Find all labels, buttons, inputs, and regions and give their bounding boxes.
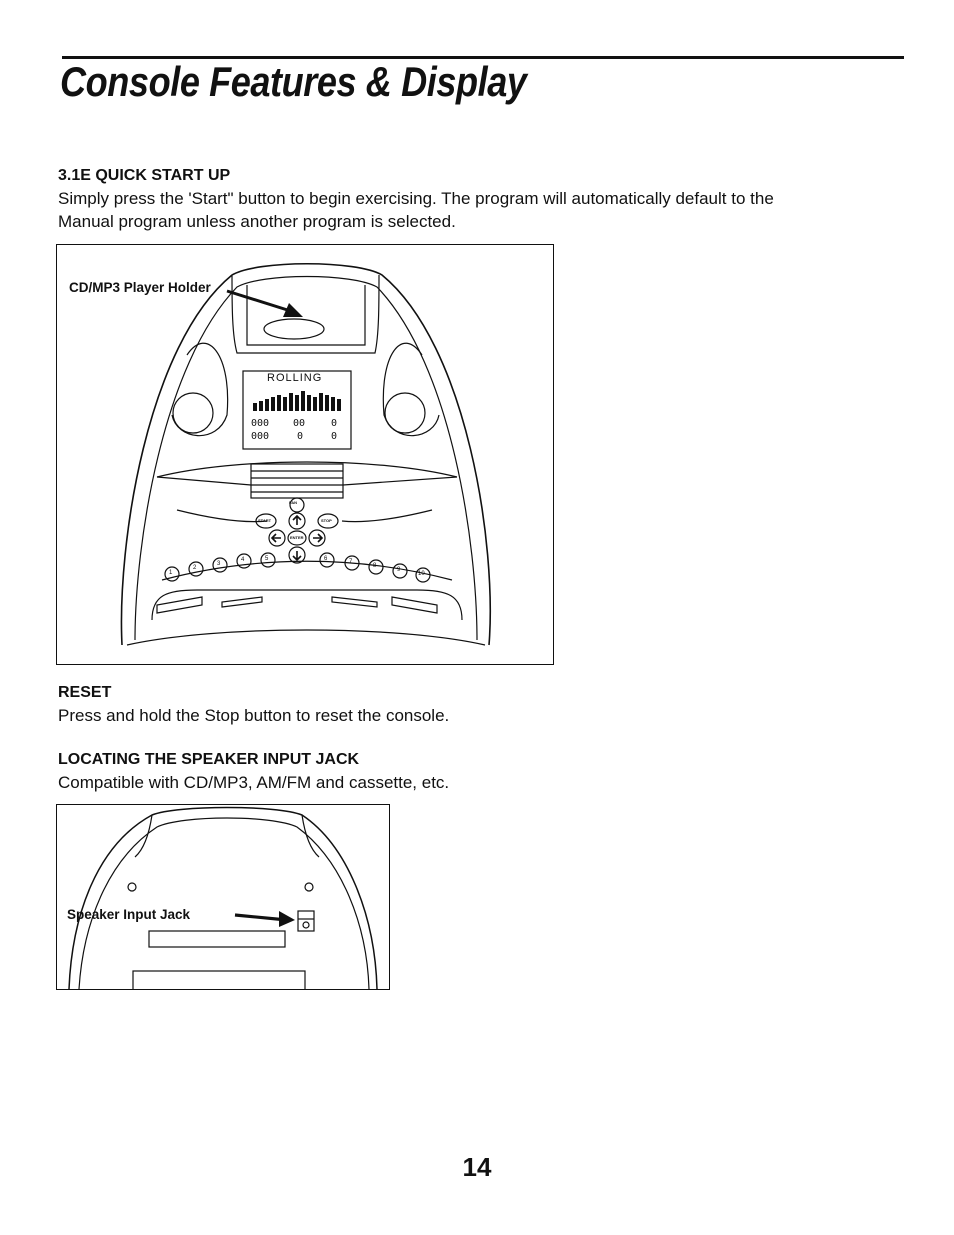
page-title: Console Features & Display: [60, 58, 527, 105]
cd-mp3-holder-callout: CD/MP3 Player Holder: [69, 280, 211, 295]
label-slot: [148, 930, 286, 948]
number-button-5[interactable]: 5: [265, 556, 269, 562]
left-arrow-button[interactable]: [268, 529, 286, 547]
stop-label: STOP: [321, 518, 332, 523]
number-button-1[interactable]: 1: [169, 570, 173, 576]
start-label: START: [258, 518, 272, 523]
quick-start-line-1: Simply press the 'Start" button to begin…: [58, 189, 774, 208]
console-figure: CD/MP3 Player Holder ROLLING 000 00 0 00…: [56, 244, 554, 665]
number-button-10[interactable]: 10: [418, 571, 425, 577]
mount-hole-right: [304, 882, 314, 892]
number-button-3[interactable]: 3: [217, 561, 221, 567]
fan-button[interactable]: [289, 497, 305, 513]
speaker-jack-drawing: [68, 806, 378, 989]
lcd-program-text: ROLLING: [267, 372, 323, 384]
readout-heart-rate: 0: [331, 418, 338, 429]
right-speaker: [384, 392, 426, 434]
number-button-9[interactable]: 9: [397, 567, 401, 573]
start-button[interactable]: [255, 513, 277, 529]
console-drawing: [120, 263, 492, 646]
quick-start-heading: 3.1E QUICK START UP: [58, 167, 231, 184]
cd-holder-ellipse: [263, 318, 325, 340]
down-arrow-button[interactable]: [288, 546, 306, 564]
number-button-6[interactable]: 6: [324, 556, 328, 562]
mount-hole-left: [127, 882, 137, 892]
speaker-jack-heading: LOCATING THE SPEAKER INPUT JACK: [58, 751, 360, 768]
readout-time: 000: [251, 418, 270, 429]
right-arrow-button[interactable]: [308, 529, 326, 547]
number-button-2[interactable]: 2: [193, 565, 197, 571]
number-button-4[interactable]: 4: [241, 557, 245, 563]
readout-level: 00: [293, 418, 306, 429]
fan-label: FAN: [289, 500, 297, 505]
quick-start-line-2: Manual program unless another program is…: [58, 212, 456, 231]
lcd-display: [242, 370, 352, 450]
readout-pulse: 0: [331, 431, 338, 442]
page-number: 14: [462, 1152, 492, 1182]
speaker-input-jack[interactable]: [297, 910, 315, 932]
speaker-jack-figure: Speaker Input Jack: [56, 804, 390, 990]
reset-body: Press and hold the Stop button to reset …: [58, 706, 450, 725]
left-speaker: [172, 392, 214, 434]
tray-slot: [132, 970, 306, 989]
number-button-8[interactable]: 8: [373, 563, 377, 569]
number-button-7[interactable]: 7: [349, 559, 353, 565]
enter-button[interactable]: [287, 530, 307, 546]
header-rule: [62, 56, 904, 59]
enter-label: ENTER: [290, 535, 304, 540]
readout-calories: 0: [297, 431, 304, 442]
lcd-readouts: 000 00 0 000 0 0: [251, 417, 347, 443]
reset-heading: RESET: [58, 684, 112, 701]
up-arrow-button[interactable]: [288, 512, 306, 530]
stop-button[interactable]: [317, 513, 339, 529]
readout-distance: 000: [251, 431, 270, 442]
speaker-jack-callout: Speaker Input Jack: [67, 907, 191, 922]
speaker-jack-body: Compatible with CD/MP3, AM/FM and casset…: [58, 773, 450, 792]
